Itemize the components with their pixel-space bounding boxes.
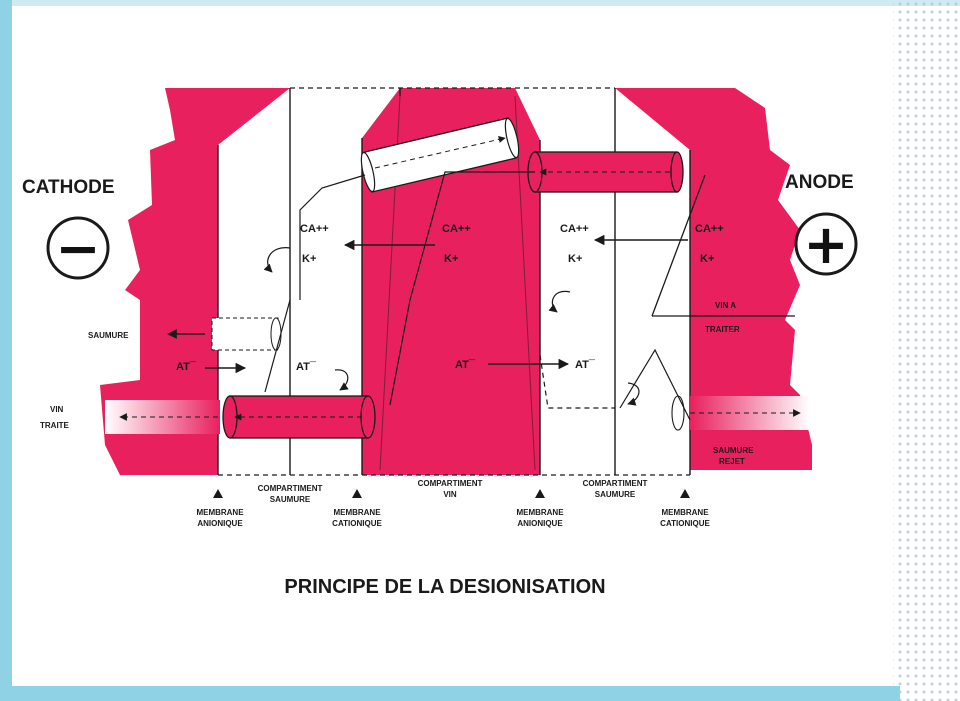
vin-compartment (362, 88, 540, 475)
plus-sign: + (803, 213, 848, 276)
ion-ca-1: CA++ (300, 223, 329, 235)
vin-inlet-path (651, 174, 795, 317)
compartment-saumure-left-1: COMPARTIMENT (258, 484, 323, 493)
ion-at-3: AT¯ (455, 359, 476, 371)
membrane-cationique-right-2: CATIONIQUE (660, 519, 710, 528)
ion-at-2: AT¯ (296, 361, 317, 373)
curl-arrows (263, 247, 640, 406)
membrane-anionique-right-1: MEMBRANE (516, 508, 564, 517)
frame-bottom (0, 686, 900, 701)
anode-symbol: + (794, 212, 858, 276)
diagram-title: PRINCIPE DE LA DESIONISATION (284, 576, 605, 598)
frame-top (0, 0, 960, 6)
compartment-vin-2: VIN (443, 490, 457, 499)
saumure-rejet-label-1: SAUMURE (713, 446, 754, 455)
frame-left (0, 0, 12, 701)
ion-arrows (205, 234, 688, 374)
ion-at-4: AT¯ (575, 359, 596, 371)
compartment-vin-1: COMPARTIMENT (418, 479, 483, 488)
cathode-symbol: − (46, 216, 110, 280)
frame-right-texture (893, 0, 960, 701)
saumure-rejet-outlet (671, 395, 810, 431)
ion-ca-2: CA++ (442, 223, 471, 235)
ion-ca-4: CA++ (695, 223, 724, 235)
membrane-cationique-left-1: MEMBRANE (333, 508, 381, 517)
membrane-anionique-left-1: MEMBRANE (196, 508, 244, 517)
upper-right-tube (527, 151, 684, 193)
vin-a-traiter-label-2: TRAITER (705, 325, 740, 334)
saumure-rejet-label-2: REJET (719, 457, 745, 466)
anode-compartment (615, 88, 812, 470)
compartment-saumure-right-2: SAUMURE (595, 490, 636, 499)
ion-k-1: K+ (302, 253, 316, 265)
membrane-cationique-right-1: MEMBRANE (661, 508, 709, 517)
compartment-saumure-left-2: SAUMURE (270, 495, 311, 504)
cathode-compartment (100, 88, 290, 475)
compartment-saumure-right-1: COMPARTIMENT (583, 479, 648, 488)
vin-traite-label-2: TRAITE (40, 421, 70, 430)
flow-paths (264, 171, 691, 421)
membrane-cationique-left-2: CATIONIQUE (332, 519, 382, 528)
minus-sign: − (55, 217, 100, 280)
membrane-markers (213, 489, 690, 498)
ion-at-1: AT¯ (176, 361, 197, 373)
ion-k-2: K+ (444, 253, 458, 265)
membrane-anionique-right-2: ANIONIQUE (517, 519, 563, 528)
lower-left-tube (222, 395, 376, 439)
membrane-anionique-left-2: ANIONIQUE (197, 519, 243, 528)
ion-k-3: K+ (568, 253, 582, 265)
vin-a-traiter-label-1: VIN A (715, 301, 736, 310)
anode-label: ANODE (785, 172, 854, 193)
cathode-label: CATHODE (22, 177, 115, 198)
upper-transfer-tube (360, 117, 520, 193)
vin-traite-outlet (105, 400, 220, 434)
ion-ca-3: CA++ (560, 223, 589, 235)
vin-traite-label-1: VIN (50, 405, 64, 414)
saumure-label: SAUMURE (88, 331, 129, 340)
compartment-dashes (218, 87, 690, 476)
ion-k-4: K+ (700, 253, 714, 265)
